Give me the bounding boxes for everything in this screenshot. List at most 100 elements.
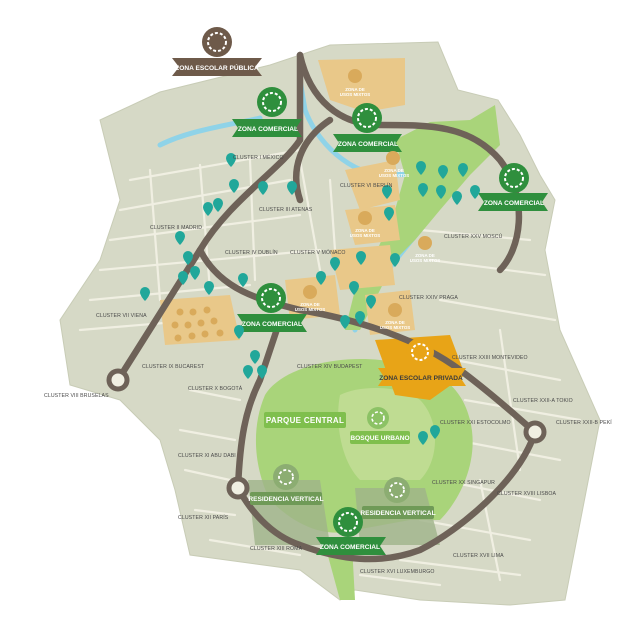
zona-comercial-3[interactable]: ZONA COMERCIAL: [478, 163, 548, 211]
leaf-seal-icon: [384, 477, 410, 503]
zona-escolar-publica[interactable]: ZONA ESCOLAR PÚBLICA: [172, 27, 262, 76]
leaf-seal-icon: [388, 303, 402, 317]
map-pin-icon[interactable]: [418, 431, 428, 445]
cluster-label[interactable]: CLUSTER XXI ESTOCOLMO: [440, 420, 511, 426]
cluster-label[interactable]: CLUSTER XIII ROMA: [250, 546, 303, 552]
leaf-seal-icon: [202, 27, 232, 57]
map-pin-icon[interactable]: [316, 271, 326, 285]
leaf-seal-icon: [273, 464, 299, 490]
map-pin-icon[interactable]: [203, 202, 213, 216]
leaf-seal-icon: [256, 283, 286, 313]
map-pin-icon[interactable]: [458, 163, 468, 177]
cluster-label[interactable]: CLUSTER VI BERLÍN: [340, 182, 393, 189]
zona-comercial-5[interactable]: ZONA COMERCIAL: [316, 507, 386, 555]
map-pin-icon[interactable]: [470, 185, 480, 199]
map-pin-icon[interactable]: [183, 251, 193, 265]
mixed-use-marker[interactable]: ZONA DE USOS MIXTOS: [379, 151, 409, 178]
svg-text:USOS MIXTOS: USOS MIXTOS: [350, 233, 380, 238]
zona-comercial-4[interactable]: ZONA COMERCIAL: [237, 283, 307, 332]
map-pin-icon[interactable]: [257, 365, 267, 379]
cluster-label[interactable]: CLUSTER XVIII LISBOA: [497, 491, 557, 497]
map-pin-icon[interactable]: [178, 271, 188, 285]
svg-text:ZONA DE: ZONA DE: [385, 320, 405, 325]
mixed-use-marker[interactable]: ZONA DE USOS MIXTOS: [380, 303, 410, 330]
cluster-label[interactable]: CLUSTER XVII LIMA: [453, 553, 504, 559]
svg-text:ZONA DE: ZONA DE: [415, 253, 435, 258]
cluster-label[interactable]: CLUSTER XIV BUDAPEST: [297, 364, 363, 370]
mixed-use-markers: ZONA DE USOS MIXTOS ZONA DE USOS MIXTOS …: [295, 69, 440, 330]
map-pin-icon[interactable]: [349, 281, 359, 295]
cluster-label[interactable]: CLUSTER XXII-A TOKIO: [513, 398, 573, 404]
cluster-label[interactable]: CLUSTER X BOGOTÁ: [188, 385, 243, 392]
cluster-label[interactable]: CLUSTER XXV MOSCÚ: [444, 233, 503, 240]
residencia-vertical-west[interactable]: RESIDENCIA VERTICAL: [248, 464, 324, 505]
roundabouts: [106, 368, 547, 500]
cluster-label[interactable]: CLUSTER XVI LUXEMBURGO: [360, 569, 435, 575]
cluster-label[interactable]: CLUSTER II MADRID: [150, 225, 202, 231]
cluster-label[interactable]: CLUSTER III ATENAS: [259, 207, 313, 213]
map-pin-icon[interactable]: [258, 181, 268, 195]
map-pin-icon[interactable]: [238, 273, 248, 287]
map-pin-icon[interactable]: [390, 253, 400, 267]
map-pin-icon[interactable]: [175, 231, 185, 245]
bosque-urbano[interactable]: BOSQUE URBANO: [350, 407, 410, 444]
map-pin-icon[interactable]: [140, 287, 150, 301]
zona-comercial-label: ZONA COMERCIAL: [338, 141, 398, 148]
cluster-label[interactable]: CLUSTER I MÉXICO: [233, 154, 284, 161]
map-pin-icon[interactable]: [226, 153, 236, 167]
svg-text:ZONA DE: ZONA DE: [384, 168, 404, 173]
zona-comercial-2[interactable]: ZONA COMERCIAL: [333, 103, 402, 152]
cluster-label[interactable]: CLUSTER IX BUCAREST: [142, 364, 205, 370]
mixed-use-marker[interactable]: ZONA DE USOS MIXTOS: [350, 211, 380, 238]
leaf-seal-icon: [257, 87, 287, 117]
map-pin-icon[interactable]: [287, 181, 297, 195]
map-pin-icon[interactable]: [340, 315, 350, 329]
map-pin-icon[interactable]: [430, 425, 440, 439]
cluster-label[interactable]: CLUSTER VII VIENA: [96, 313, 147, 319]
zona-escolar-privada[interactable]: ZONA ESCOLAR PRIVADA: [378, 338, 466, 386]
map-pin-icon[interactable]: [366, 295, 376, 309]
leaf-seal-icon: [499, 163, 529, 193]
map-pin-icon[interactable]: [436, 185, 446, 199]
map-pin-icon[interactable]: [416, 161, 426, 175]
residencia-vertical-east[interactable]: RESIDENCIA VERTICAL: [360, 477, 436, 519]
parque-central[interactable]: PARQUE CENTRAL: [264, 412, 346, 428]
map-pin-icon[interactable]: [330, 257, 340, 271]
map-pin-icon[interactable]: [243, 365, 253, 379]
map-pin-icon[interactable]: [190, 266, 200, 280]
map-pin-icon[interactable]: [384, 207, 394, 221]
mixed-use-marker[interactable]: ZONA DE USOS MIXTOS: [410, 236, 440, 263]
map-pin-icon[interactable]: [204, 281, 214, 295]
map-pin-icon[interactable]: [213, 198, 223, 212]
zona-comercial-label: ZONA COMERCIAL: [238, 126, 298, 133]
leaf-seal-icon: [386, 151, 400, 165]
mixed-use-marker[interactable]: ZONA DE USOS MIXTOS: [340, 69, 370, 97]
zona-comercial-1[interactable]: ZONA COMERCIAL: [232, 87, 302, 137]
leaf-seal-icon: [333, 507, 363, 537]
cluster-label[interactable]: CLUSTER V MÓNACO: [290, 249, 346, 256]
map-pin-icon[interactable]: [438, 165, 448, 179]
map-pin-icon[interactable]: [229, 179, 239, 193]
map-pin-icon[interactable]: [356, 251, 366, 265]
map-pin-icon[interactable]: [250, 350, 260, 364]
leaf-seal-icon: [352, 103, 382, 133]
cluster-label[interactable]: CLUSTER XI ABU DABI: [178, 453, 236, 459]
map-pin-icon[interactable]: [234, 325, 244, 339]
cluster-label[interactable]: CLUSTER XXIII MONTEVIDEO: [452, 355, 528, 361]
cluster-label[interactable]: CLUSTER XX SINGAPUR: [432, 480, 495, 486]
cluster-label[interactable]: CLUSTER IV DUBLÍN: [225, 249, 278, 256]
cluster-label[interactable]: CLUSTER XXIV PRAGA: [399, 295, 458, 301]
zona-comercial-label: ZONA COMERCIAL: [320, 544, 380, 551]
cluster-label[interactable]: CLUSTER VIII BRUSELAS: [44, 393, 109, 399]
leaf-seal-icon: [367, 407, 389, 429]
map-pin-icon[interactable]: [382, 185, 392, 199]
map-pin-icon[interactable]: [355, 311, 365, 325]
residencia-vertical-label: RESIDENCIA VERTICAL: [360, 510, 435, 517]
mixed-use-marker[interactable]: ZONA DE USOS MIXTOS: [295, 285, 325, 312]
residencia-vertical-west-area: [248, 480, 330, 545]
map-pin-icon[interactable]: [418, 183, 428, 197]
svg-text:USOS MIXTOS: USOS MIXTOS: [379, 173, 409, 178]
cluster-label[interactable]: CLUSTER XII PARÍS: [178, 514, 229, 521]
cluster-label[interactable]: CLUSTER XXII-B PEKÍ: [556, 419, 612, 426]
map-pin-icon[interactable]: [452, 191, 462, 205]
